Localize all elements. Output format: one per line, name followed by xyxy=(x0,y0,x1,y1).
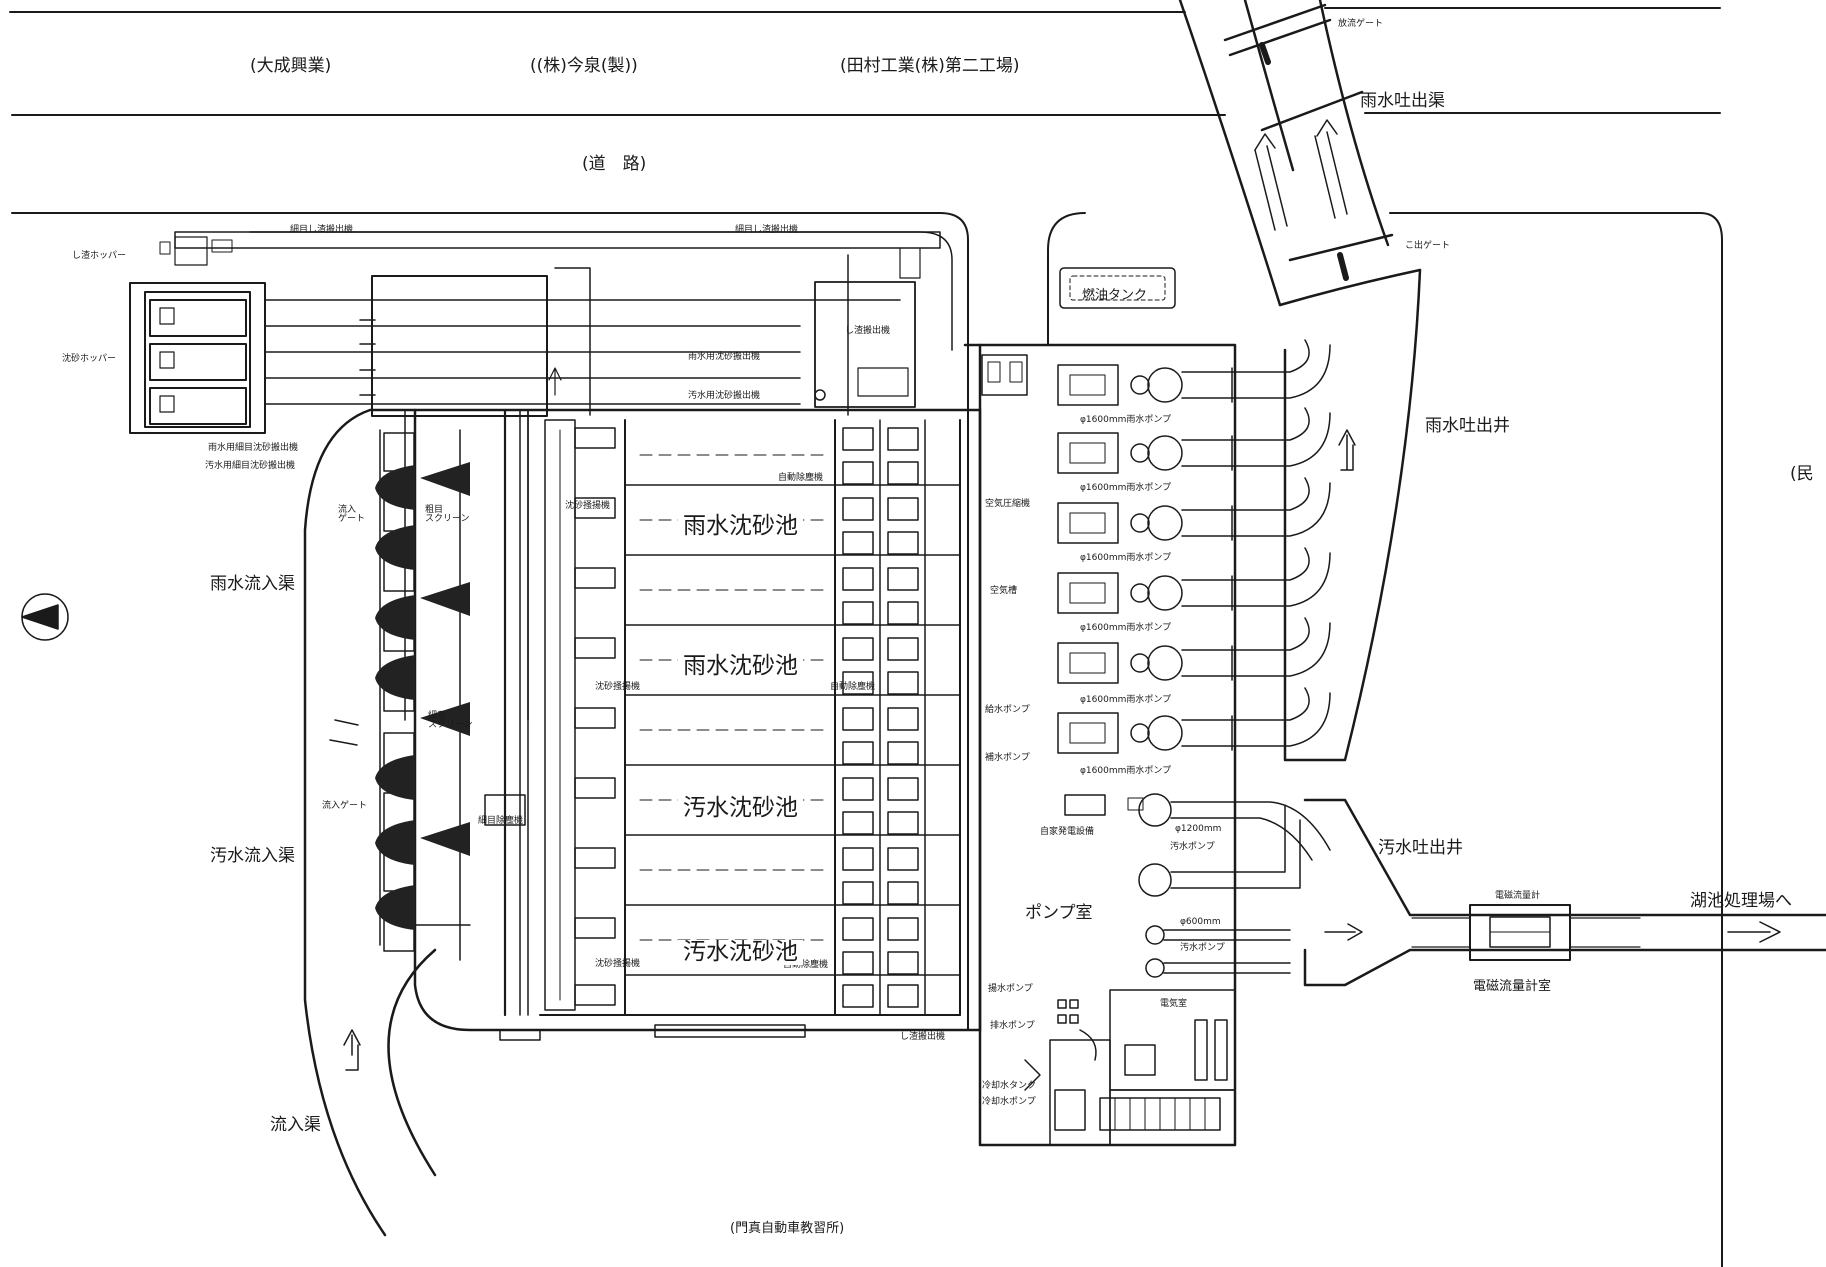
label-kyusui-pump: 給水ポンプ xyxy=(985,705,1030,715)
label-road: (道 路) xyxy=(582,154,647,174)
label-tami: (民 xyxy=(1790,464,1814,484)
label-osui-chinsa-conv: 汚水用沈砂搬出機 xyxy=(688,391,761,401)
label-coarse-screen: 粗目 スクリーン xyxy=(425,505,470,524)
lower-rooms xyxy=(1024,989,1236,1146)
label-pump-1200: φ1200mm xyxy=(1175,824,1222,834)
label-air-comp: 空気圧縮機 xyxy=(985,499,1031,509)
label-pump-600: φ600mm xyxy=(1180,917,1221,927)
label-kuki-tank: 空気槽 xyxy=(990,586,1018,596)
label-usui-inflow: 雨水流入渠 xyxy=(210,574,295,594)
label-zuiso-pump: 揚水ポンプ xyxy=(988,984,1033,994)
label-basin-waste-2: 汚水沈砂池 xyxy=(678,940,803,965)
label-pump-rain-6: φ1600mm雨水ポンプ xyxy=(1080,766,1172,776)
label-control-room: 電気室 xyxy=(1160,999,1188,1009)
label-kasen-gate: こ出ゲート xyxy=(1405,241,1451,251)
label-basin-rain-1: 雨水沈砂池 xyxy=(678,514,803,539)
label-auxiliary: 自家発電設備 xyxy=(1040,827,1095,837)
label-shisa-conv: し渣搬出機 xyxy=(845,326,891,336)
label-usui-chinsa-conv: 雨水用沈砂搬出機 xyxy=(688,352,761,362)
label-bottom: (門真自動車教習所) xyxy=(730,1221,845,1236)
waste-pumps xyxy=(1064,793,1331,978)
label-flowmeter-room: 電磁流量計室 xyxy=(1473,979,1552,994)
label-cooling-pump: 冷却水ポンプ xyxy=(982,1097,1036,1107)
screen-bars xyxy=(375,462,470,930)
rain-discharge-channel xyxy=(1178,0,1422,307)
label-daisei: (大成興業) xyxy=(250,56,332,76)
label-shisa-conv-top2: 細目し渣搬出機 xyxy=(735,225,799,235)
label-basin-waste-1: 汚水沈砂池 xyxy=(678,796,803,821)
label-inflow: 流入渠 xyxy=(270,1115,321,1135)
label-auto-rake-3: 自動除塵機 xyxy=(783,960,829,970)
hopper-building xyxy=(129,236,266,434)
label-pump-rain-1: φ1600mm雨水ポンプ xyxy=(1080,415,1172,425)
label-basin-rain-2: 雨水沈砂池 xyxy=(678,654,803,679)
rain-pumps xyxy=(1057,339,1331,754)
label-shisa-out: し渣搬出機 xyxy=(900,1032,946,1042)
label-osui-saime-conv: 汚水用細目沈砂搬出機 xyxy=(205,461,296,471)
north-arrow xyxy=(21,593,69,641)
label-usui-saime-conv: 雨水用細目沈砂搬出機 xyxy=(208,443,299,453)
label-usui-hakidashi-kyo: 雨水吐出渠 xyxy=(1360,91,1445,111)
label-shisa-hopper: し渣ホッパー xyxy=(72,251,127,261)
label-fine-screen: 細目 スクリーン xyxy=(428,711,473,730)
label-inflow-gate: 流入ゲート xyxy=(322,801,368,811)
label-auto-rake-2: 自動除塵機 xyxy=(830,682,876,692)
label-pump-waste-1: 汚水ポンプ xyxy=(1170,842,1215,852)
label-pump-room: ポンプ室 xyxy=(1025,903,1093,923)
label-hosui-pump: 補水ポンプ xyxy=(985,753,1030,763)
label-inflow-gate-top: 流入 ゲート xyxy=(338,505,366,524)
label-chinsa-conv-1: 沈砂掻揚機 xyxy=(565,501,611,511)
label-screen-conv: 細目除塵機 xyxy=(478,816,524,826)
label-drain-pump: 排水ポンプ xyxy=(990,1021,1035,1031)
property-lines xyxy=(9,7,1723,1267)
label-hoshutsu-gate: 放流ゲート xyxy=(1338,19,1384,29)
label-flowmeter: 電磁流量計 xyxy=(1495,891,1541,901)
grit-basins xyxy=(484,408,961,1041)
label-cooling-tank: 冷却水タンク xyxy=(982,1081,1037,1091)
label-fuel-tank: 燃油タンク xyxy=(1082,288,1148,303)
rain-discharge-well xyxy=(1283,268,1422,762)
label-pump-rain-4: φ1600mm雨水ポンプ xyxy=(1080,623,1172,633)
label-to-plant: 湖池処理場へ xyxy=(1690,891,1792,911)
label-chinsa-conv-2: 沈砂掻揚機 xyxy=(595,682,641,692)
label-chinsa-hopper: 沈砂ホッパー xyxy=(62,354,117,364)
label-usui-hakidashi-i: 雨水吐出井 xyxy=(1425,416,1510,436)
label-osui-inflow: 汚水流入渠 xyxy=(210,846,295,866)
label-auto-rake-1: 自動除塵機 xyxy=(778,473,824,483)
label-tamura: (田村工業(株)第二工場) xyxy=(840,56,1020,76)
label-pump-rain-3: φ1600mm雨水ポンプ xyxy=(1080,553,1172,563)
label-osui-hakidashi-i: 汚水吐出井 xyxy=(1378,838,1463,858)
label-imaizumi: ((株)今泉(製)) xyxy=(530,56,638,76)
label-chinsa-conv-3: 沈砂掻揚機 xyxy=(595,959,641,969)
label-shisa-conv-top1: 細目し渣搬出機 xyxy=(290,225,354,235)
label-pump-rain-5: φ1600mm雨水ポンプ xyxy=(1080,695,1172,705)
label-pump-waste-2: 汚水ポンプ xyxy=(1180,943,1225,953)
label-pump-rain-2: φ1600mm雨水ポンプ xyxy=(1080,483,1172,493)
waste-discharge-well xyxy=(1303,798,1826,987)
